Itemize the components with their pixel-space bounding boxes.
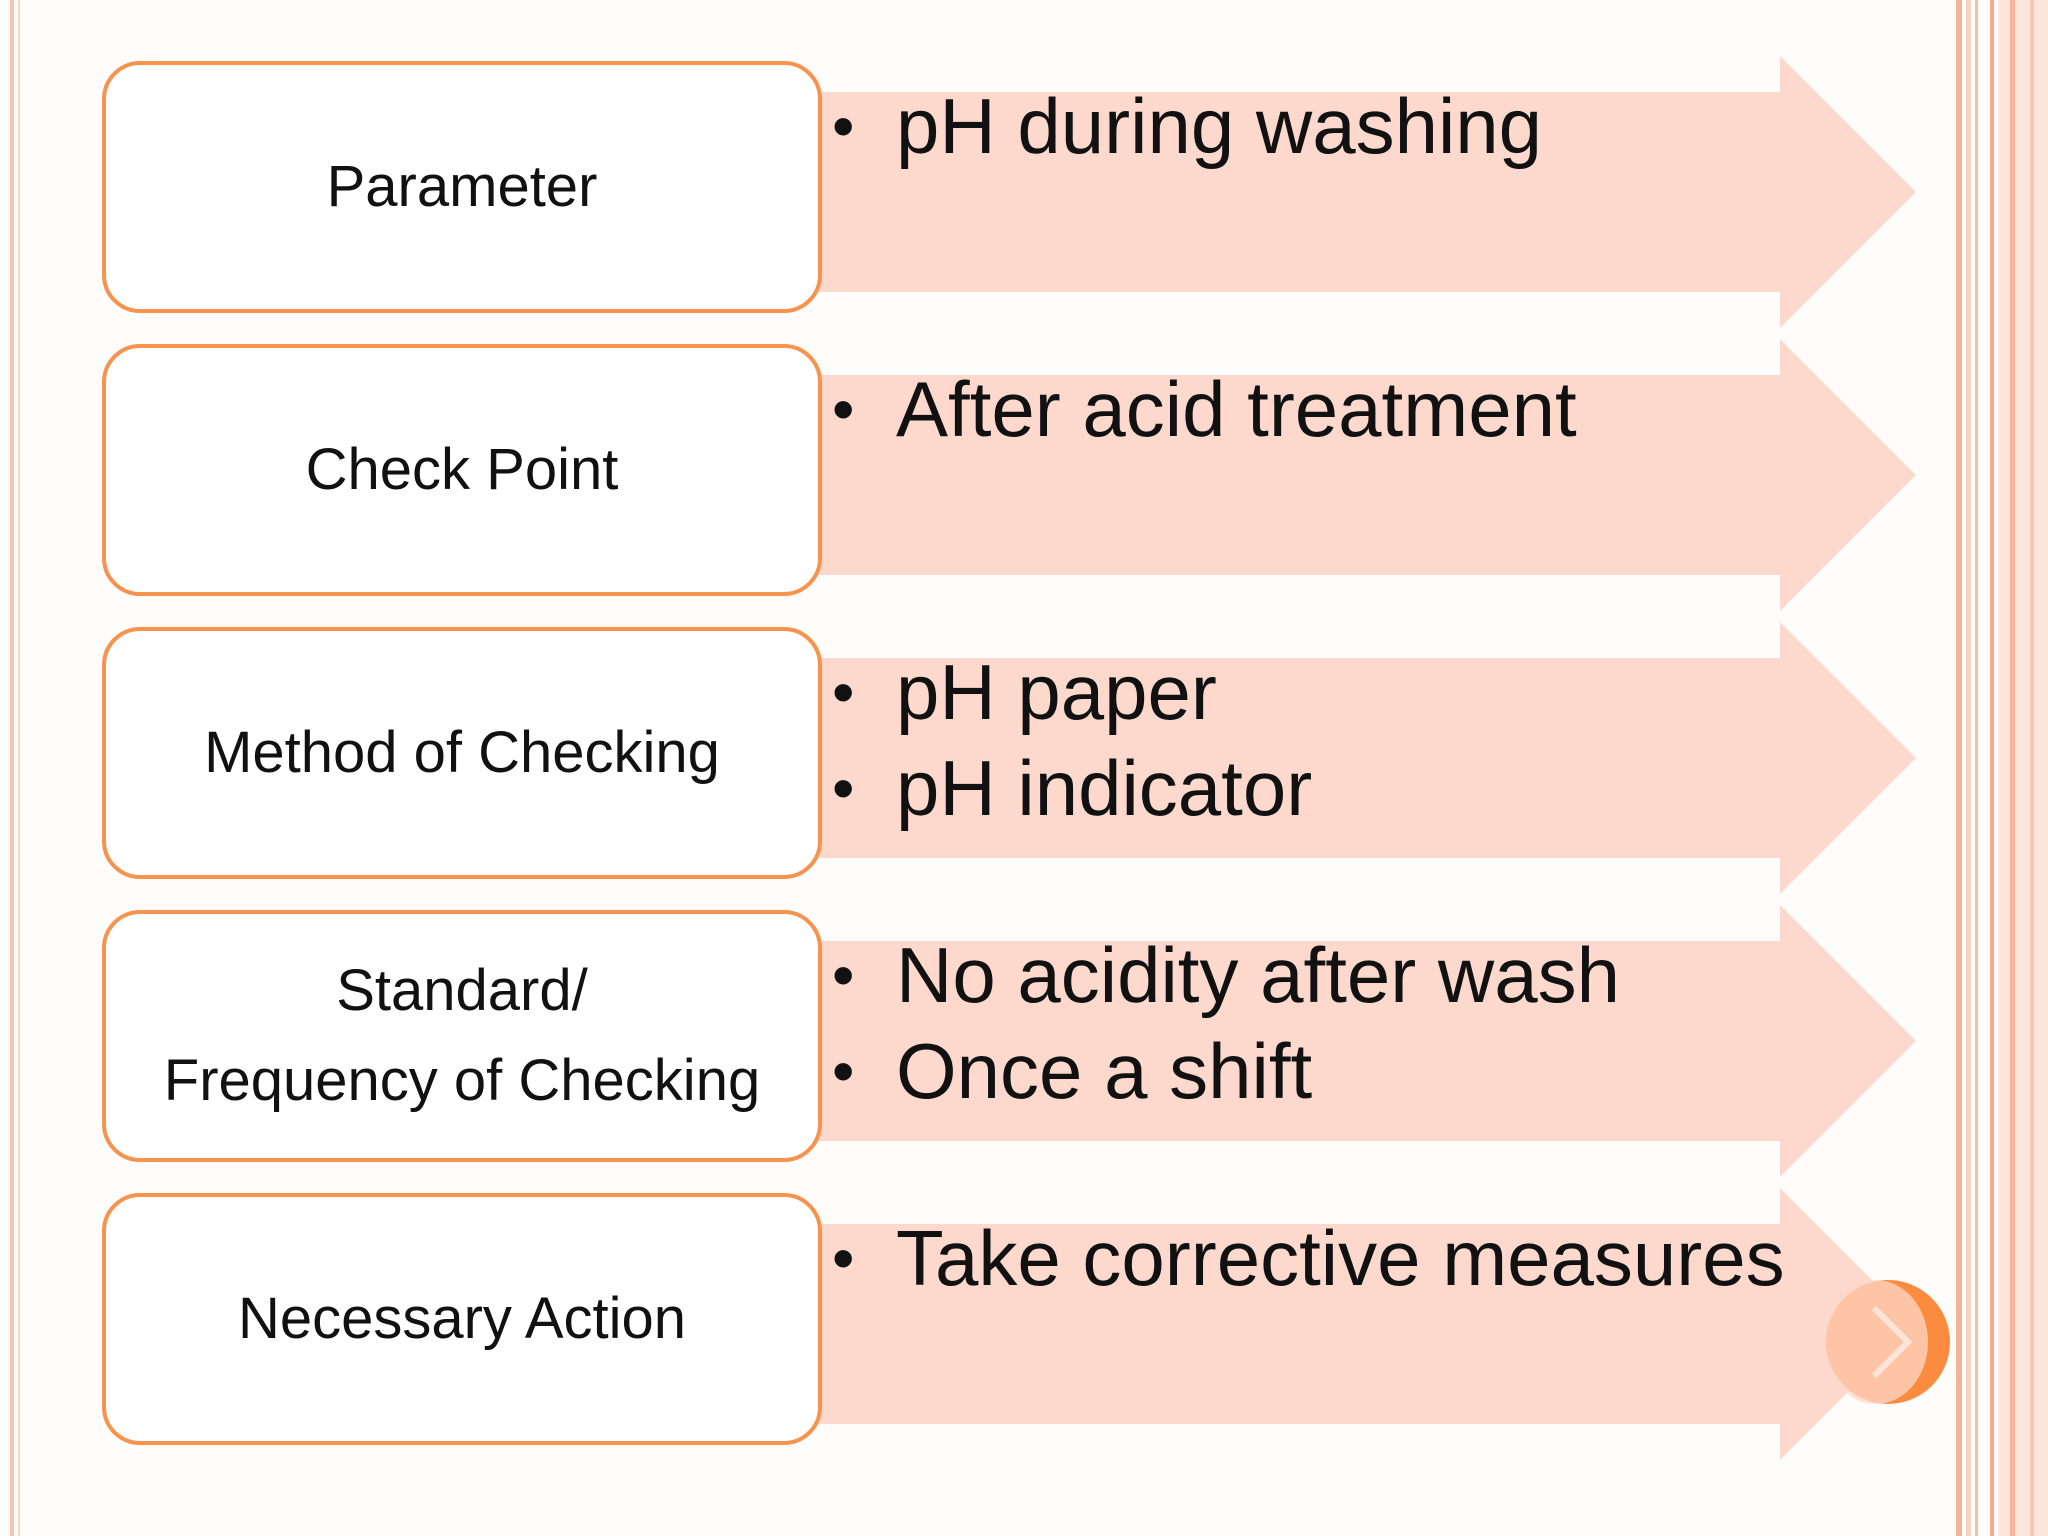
- bullet-item: pH during washing: [832, 78, 1542, 174]
- row-necessary-action: Necessary Action Take corrective measure…: [0, 1188, 2048, 1460]
- chevron-right-icon: [1871, 1305, 1913, 1379]
- row-bullets: Take corrective measures: [832, 1210, 1785, 1306]
- left-border-stripe: [10, 0, 14, 1536]
- right-border-stripe: [2030, 0, 2034, 1536]
- row-check-point: Check Point After acid treatment: [0, 339, 2048, 611]
- row-label-box: Standard/ Frequency of Checking: [102, 910, 822, 1162]
- row-method-of-checking: Method of Checking pH paper pH indicator: [0, 622, 2048, 894]
- row-label-line: Necessary Action: [237, 1286, 687, 1352]
- row-label-box: Check Point: [102, 344, 822, 596]
- row-label-box: Parameter: [102, 61, 822, 313]
- row-label-line: Frequency of Checking: [163, 1048, 761, 1113]
- right-border-stripe: [1975, 0, 1978, 1536]
- row-standard-frequency: Standard/ Frequency of Checking No acidi…: [0, 905, 2048, 1177]
- bullet-item: pH paper: [832, 644, 1312, 740]
- bullet-item: Once a shift: [832, 1023, 1620, 1119]
- bullet-item: No acidity after wash: [832, 927, 1620, 1023]
- row-label-line: Standard/: [336, 958, 588, 1024]
- chevron-right-circle-icon: [1824, 1280, 1950, 1404]
- bullet-item: Take corrective measures: [832, 1210, 1785, 1306]
- row-bullets: No acidity after wash Once a shift: [832, 927, 1620, 1119]
- row-label-box: Method of Checking: [102, 627, 822, 879]
- right-border-stripe: [1966, 0, 1971, 1536]
- row-label-line: Method of Checking: [204, 720, 720, 786]
- row-parameter: Parameter pH during washing: [0, 56, 2048, 328]
- left-border-stripe: [18, 0, 20, 1536]
- row-bullets: pH paper pH indicator: [832, 644, 1312, 836]
- row-label-line: Check Point: [305, 437, 619, 503]
- bullet-item: After acid treatment: [832, 361, 1577, 457]
- row-bullets: After acid treatment: [832, 361, 1577, 457]
- row-label-line: Parameter: [326, 154, 598, 220]
- right-border-stripe: [1990, 0, 1994, 1536]
- row-bullets: pH during washing: [832, 78, 1542, 174]
- row-label-box: Necessary Action: [102, 1193, 822, 1445]
- bullet-item: pH indicator: [832, 740, 1312, 836]
- right-border-stripe: [1998, 0, 2048, 1536]
- right-border-stripe: [1956, 0, 1962, 1536]
- right-border-stripe: [2010, 0, 2015, 1536]
